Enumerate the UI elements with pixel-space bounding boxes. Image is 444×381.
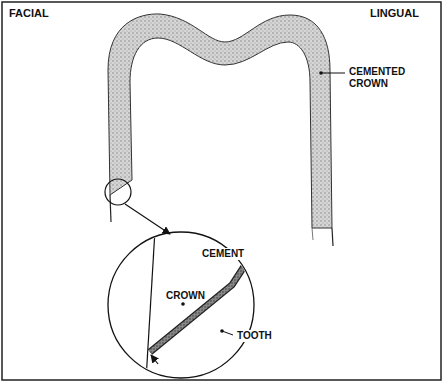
side-label: FACIAL: [9, 7, 49, 20]
margin-arrow: [151, 355, 158, 364]
detail-circle: [105, 179, 131, 205]
leader-line: [321, 73, 345, 74]
tooth-surface: [332, 228, 333, 246]
part-label: CROWN: [166, 290, 205, 302]
detail-circle: [108, 232, 254, 378]
part-label: CEMENTED CROWN: [349, 66, 411, 89]
cemented-crown: [108, 14, 332, 228]
tooth-surface: [312, 228, 313, 240]
part-label: CEMENT: [201, 248, 245, 260]
leader-line: [222, 331, 233, 335]
part-label: TOOTH: [236, 330, 273, 342]
detail-circle-view: CROWNCEMENTTOOTH: [108, 232, 254, 378]
cement-layer: [150, 265, 245, 352]
detail-view: [146, 230, 245, 380]
leader-dot: [181, 302, 185, 306]
magnify-arrow: [125, 204, 170, 234]
tooth-surface: [110, 195, 111, 222]
cement-layer-border: [150, 265, 245, 352]
side-label: LINGUAL: [370, 7, 419, 20]
